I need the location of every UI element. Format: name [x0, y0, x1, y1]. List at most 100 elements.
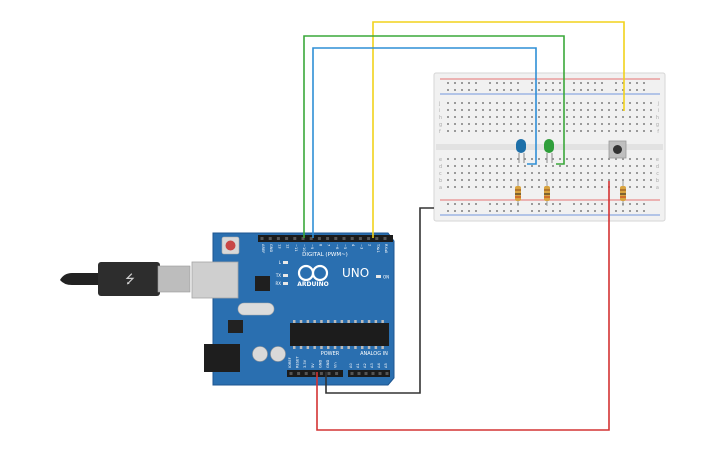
breadboard-hole[interactable] — [622, 102, 624, 104]
blue-wire[interactable] — [312, 47, 537, 238]
breadboard-hole[interactable] — [538, 179, 540, 181]
breadboard-hole[interactable] — [608, 158, 610, 160]
breadboard-hole[interactable] — [461, 165, 463, 167]
digital-pin[interactable] — [317, 237, 321, 240]
rail-hole[interactable] — [615, 82, 617, 84]
breadboard-hole[interactable] — [510, 172, 512, 174]
resistor-1[interactable] — [515, 181, 521, 206]
breadboard-hole[interactable] — [580, 102, 582, 104]
breadboard-hole[interactable] — [482, 158, 484, 160]
breadboard-hole[interactable] — [496, 109, 498, 111]
breadboard-hole[interactable] — [580, 123, 582, 125]
breadboard-hole[interactable] — [566, 116, 568, 118]
breadboard-hole[interactable] — [468, 172, 470, 174]
breadboard-hole[interactable] — [629, 116, 631, 118]
breadboard-hole[interactable] — [615, 123, 617, 125]
digital-pin[interactable] — [375, 237, 379, 240]
rail-hole[interactable] — [601, 203, 603, 205]
rail-hole[interactable] — [594, 203, 596, 205]
breadboard-hole[interactable] — [510, 186, 512, 188]
breadboard-hole[interactable] — [559, 179, 561, 181]
breadboard-hole[interactable] — [552, 130, 554, 132]
breadboard-hole[interactable] — [629, 130, 631, 132]
breadboard-hole[interactable] — [580, 109, 582, 111]
breadboard-hole[interactable] — [594, 102, 596, 104]
breadboard-hole[interactable] — [447, 123, 449, 125]
breadboard-hole[interactable] — [622, 109, 624, 111]
breadboard-hole[interactable] — [447, 179, 449, 181]
breadboard-hole[interactable] — [496, 116, 498, 118]
breadboard-hole[interactable] — [489, 130, 491, 132]
breadboard-hole[interactable] — [559, 186, 561, 188]
breadboard-hole[interactable] — [538, 165, 540, 167]
breadboard-hole[interactable] — [510, 123, 512, 125]
rail-hole[interactable] — [573, 82, 575, 84]
breadboard-hole[interactable] — [601, 116, 603, 118]
breadboard-hole[interactable] — [587, 172, 589, 174]
breadboard-hole[interactable] — [517, 172, 519, 174]
breadboard-hole[interactable] — [601, 102, 603, 104]
rail-hole[interactable] — [531, 203, 533, 205]
breadboard-hole[interactable] — [643, 102, 645, 104]
breadboard-hole[interactable] — [489, 179, 491, 181]
breadboard-hole[interactable] — [601, 130, 603, 132]
breadboard-hole[interactable] — [447, 158, 449, 160]
digital-pin[interactable] — [383, 237, 387, 240]
breadboard-hole[interactable] — [461, 116, 463, 118]
rail-hole[interactable] — [629, 89, 631, 91]
breadboard-hole[interactable] — [594, 179, 596, 181]
breadboard-hole[interactable] — [573, 123, 575, 125]
breadboard-hole[interactable] — [622, 123, 624, 125]
breadboard-hole[interactable] — [636, 158, 638, 160]
breadboard-hole[interactable] — [468, 109, 470, 111]
breadboard-hole[interactable] — [447, 109, 449, 111]
breadboard-hole[interactable] — [559, 172, 561, 174]
breadboard-hole[interactable] — [566, 186, 568, 188]
breadboard-hole[interactable] — [636, 123, 638, 125]
rail-hole[interactable] — [643, 210, 645, 212]
breadboard-hole[interactable] — [475, 123, 477, 125]
breadboard-hole[interactable] — [531, 123, 533, 125]
rail-hole[interactable] — [629, 203, 631, 205]
rail-hole[interactable] — [461, 203, 463, 205]
breadboard-hole[interactable] — [531, 102, 533, 104]
breadboard-hole[interactable] — [545, 158, 547, 160]
black-wire[interactable] — [325, 207, 434, 394]
rail-hole[interactable] — [454, 203, 456, 205]
rail-hole[interactable] — [601, 210, 603, 212]
breadboard-hole[interactable] — [489, 186, 491, 188]
breadboard-hole[interactable] — [482, 172, 484, 174]
breadboard-hole[interactable] — [573, 109, 575, 111]
breadboard-hole[interactable] — [580, 172, 582, 174]
rail-hole[interactable] — [615, 203, 617, 205]
breadboard-hole[interactable] — [573, 165, 575, 167]
breadboard-hole[interactable] — [510, 109, 512, 111]
breadboard-hole[interactable] — [587, 158, 589, 160]
breadboard-hole[interactable] — [468, 116, 470, 118]
rail-hole[interactable] — [461, 89, 463, 91]
power-pin[interactable] — [289, 372, 293, 375]
breadboard-hole[interactable] — [629, 102, 631, 104]
analog-pin[interactable] — [385, 372, 389, 375]
breadboard-hole[interactable] — [594, 165, 596, 167]
digital-pin[interactable] — [342, 237, 346, 240]
breadboard-hole[interactable] — [587, 165, 589, 167]
rail-hole[interactable] — [594, 82, 596, 84]
breadboard-hole[interactable] — [608, 179, 610, 181]
red-wire[interactable] — [316, 181, 610, 431]
breadboard-hole[interactable] — [629, 179, 631, 181]
rail-hole[interactable] — [503, 89, 505, 91]
rail-hole[interactable] — [587, 89, 589, 91]
breadboard-hole[interactable] — [566, 158, 568, 160]
breadboard-hole[interactable] — [636, 116, 638, 118]
breadboard-hole[interactable] — [587, 186, 589, 188]
breadboard-hole[interactable] — [468, 158, 470, 160]
breadboard-hole[interactable] — [461, 172, 463, 174]
rail-hole[interactable] — [636, 203, 638, 205]
analog-pin[interactable] — [378, 372, 382, 375]
rail-hole[interactable] — [552, 89, 554, 91]
rail-hole[interactable] — [489, 210, 491, 212]
breadboard-hole[interactable] — [622, 165, 624, 167]
breadboard-hole[interactable] — [475, 158, 477, 160]
breadboard-hole[interactable] — [559, 158, 561, 160]
